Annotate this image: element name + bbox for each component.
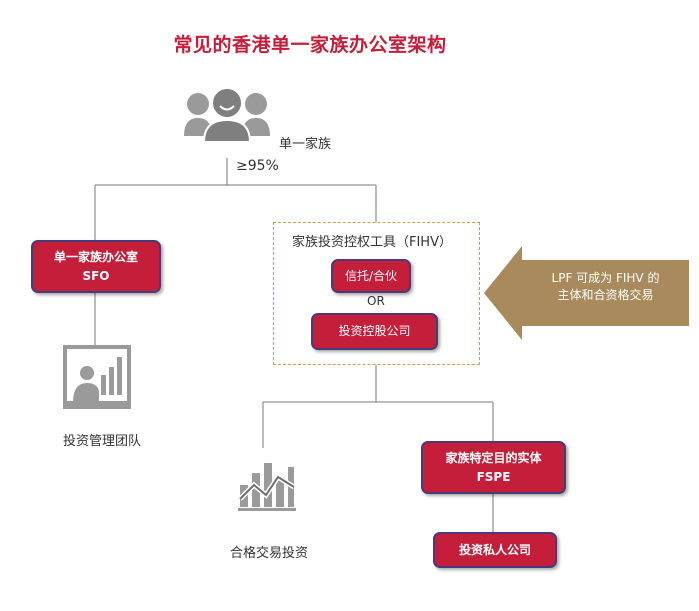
investment-team-label: 投资管理团队 (63, 434, 142, 449)
fihv-label: 家族投资控权工具（FIHV） (292, 235, 452, 250)
fihv-group (273, 222, 480, 365)
lpf-callout-text: LPF 可成为 FIHV 的 主体和合资格交易 (528, 270, 683, 304)
family-share-label: ≥95% (236, 158, 279, 174)
sfo-name: 单一家族办公室 (53, 249, 138, 264)
or-label: OR (367, 294, 385, 308)
fspe-box: 家族特定目的实体 FSPE (421, 441, 566, 494)
trust-partnership-label: 信托/合伙 (344, 268, 398, 283)
sfo-box: 单一家族办公室 SFO (31, 240, 161, 293)
holding-company-box: 投资控股公司 (311, 313, 438, 350)
presentation-board-icon (63, 345, 131, 409)
lpf-callout-line1: LPF 可成为 FIHV 的 (551, 271, 660, 285)
qualifying-label: 合格交易投资 (230, 546, 309, 561)
left-arrow-shape (484, 246, 689, 340)
holding-company-label: 投资控股公司 (338, 324, 411, 338)
fspe-abbrev: FSPE (476, 469, 511, 484)
stock-chart-icon (238, 463, 296, 511)
lpf-callout-line2: 主体和合资格交易 (557, 288, 654, 302)
fspe-name: 家族特定目的实体 (445, 450, 542, 465)
private-company-label: 投资私人公司 (458, 542, 531, 557)
private-company-box: 投资私人公司 (433, 532, 557, 568)
family-label: 单一家族 (279, 137, 332, 152)
lpf-callout-arrow: LPF 可成为 FIHV 的 主体和合资格交易 (484, 246, 689, 340)
trust-partnership-box: 信托/合伙 (331, 259, 411, 293)
sfo-abbrev: SFO (82, 268, 110, 283)
family-people-icon (184, 87, 270, 142)
diagram-title: 常见的香港单一家族办公室架构 (173, 34, 447, 56)
